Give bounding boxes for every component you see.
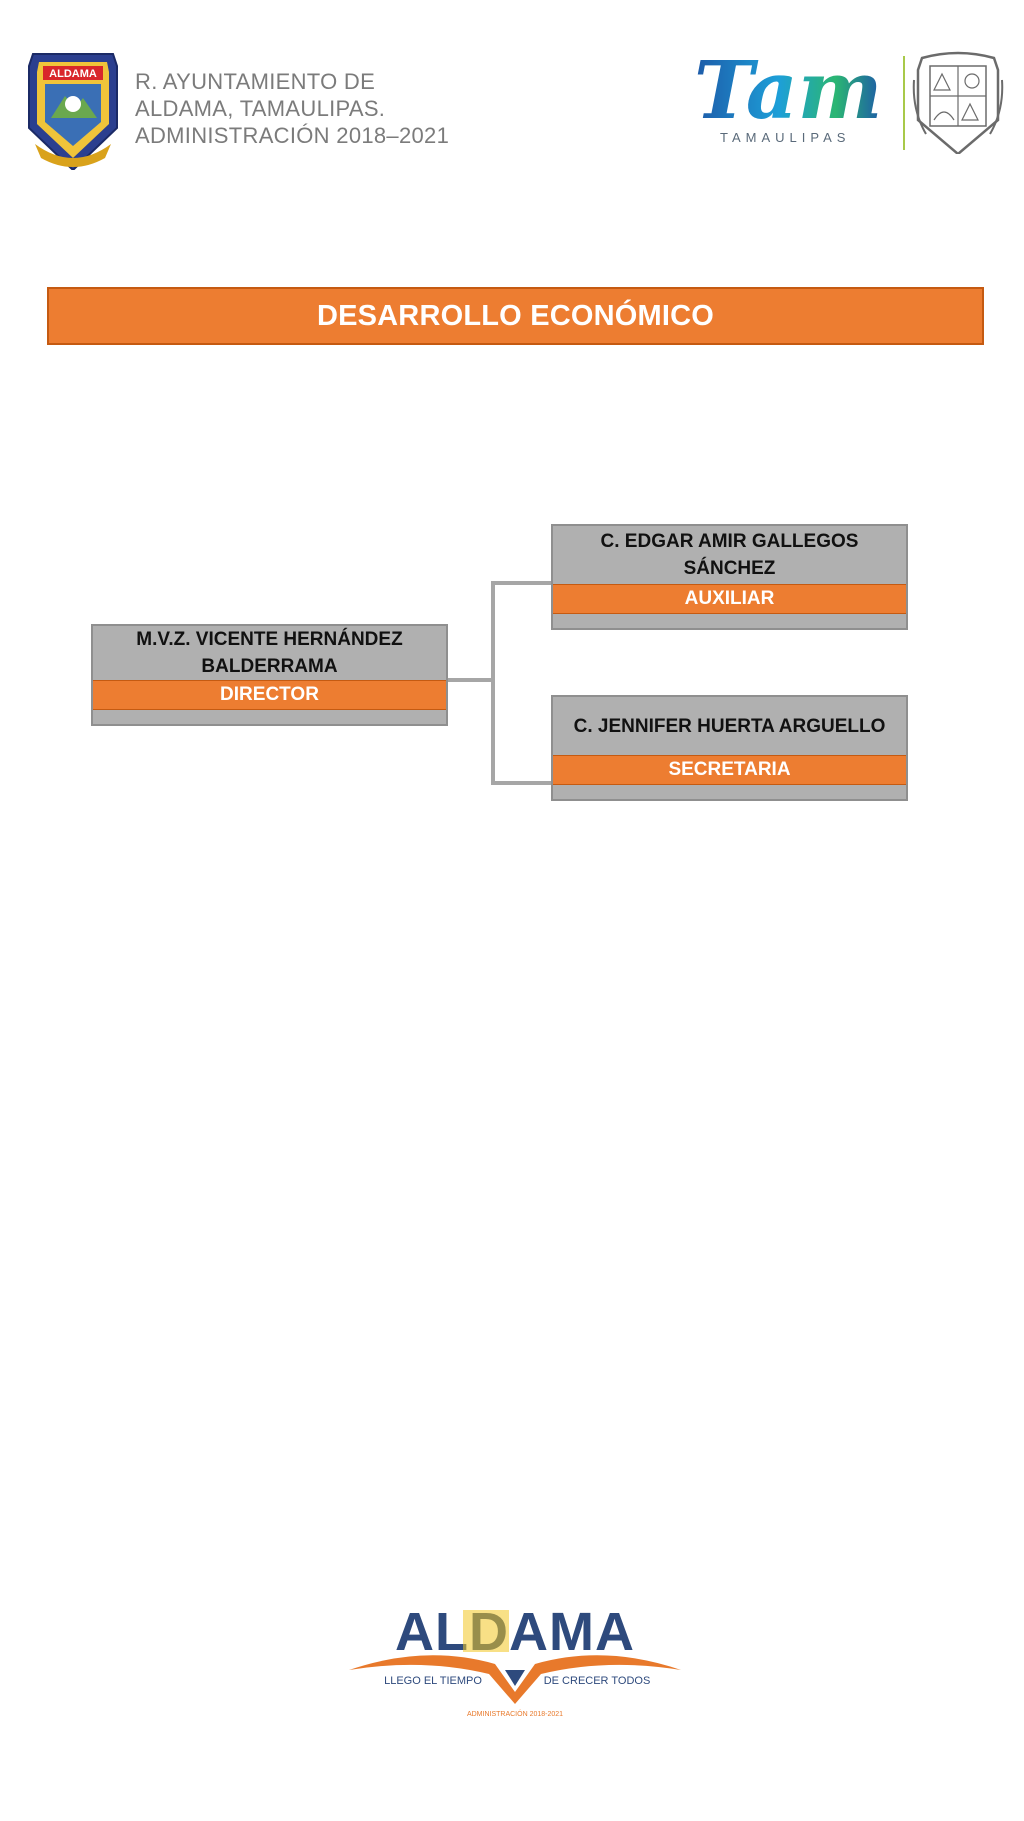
secretaria-name: C. JENNIFER HUERTA ARGUELLO <box>573 715 886 737</box>
heading-line-1: R. AYUNTAMIENTO DE <box>135 69 376 94</box>
auxiliar-box-footer <box>553 614 906 628</box>
footer-admin-text: ADMINISTRACIÓN 2018-2021 <box>467 1709 563 1718</box>
slogan-left: LLEGO EL TIEMPO <box>384 1675 482 1687</box>
org-node-secretaria: C. JENNIFER HUERTA ARGUELLO SECRETARIA <box>551 695 908 801</box>
tam-subtitle: TAMAULIPAS <box>720 130 850 145</box>
slogan-right: DE CRECER TODOS <box>544 1675 651 1687</box>
logo-divider <box>903 56 905 150</box>
department-title: DESARROLLO ECONÓMICO <box>316 299 715 332</box>
tamaulipas-coat-of-arms-icon <box>912 51 1004 154</box>
org-node-director: M.V.Z. VICENTE HERNÁNDEZ BALDERRAMA DIRE… <box>91 624 448 726</box>
department-title-bar: DESARROLLO ECONÓMICO <box>47 287 984 345</box>
tam-tamaulipas-logo: Tam TAMAULIPAS <box>694 43 882 145</box>
auxiliar-name: C. EDGAR AMIR GALLEGOS SÁNCHEZ <box>600 531 859 579</box>
crest-label: ALDAMA <box>49 68 97 80</box>
aldama-footer-logo: ALDAMA LLEGO EL TIEMPO DE CRECER TODOS A… <box>349 1602 681 1718</box>
director-name: M.V.Z. VICENTE HERNÁNDEZ BALDERRAMA <box>136 629 403 677</box>
aldama-crest-icon: ALDAMA <box>28 53 118 170</box>
org-node-auxiliar: C. EDGAR AMIR GALLEGOS SÁNCHEZ AUXILIAR <box>551 524 908 630</box>
director-role: DIRECTOR <box>93 680 446 710</box>
municipality-heading: R. AYUNTAMIENTO DE ALDAMA, TAMAULIPAS. A… <box>135 68 465 149</box>
aldama-wordmark: ALDAMA <box>395 1602 635 1662</box>
tam-wordmark: Tam <box>694 43 882 137</box>
auxiliar-role: AUXILIAR <box>553 584 906 614</box>
heading-line-2: ALDAMA, TAMAULIPAS. <box>135 96 386 121</box>
secretaria-role: SECRETARIA <box>553 755 906 785</box>
secretaria-box-footer <box>553 785 906 799</box>
director-box-footer <box>93 710 446 724</box>
heading-line-3: ADMINISTRACIÓN 2018–2021 <box>135 123 450 148</box>
